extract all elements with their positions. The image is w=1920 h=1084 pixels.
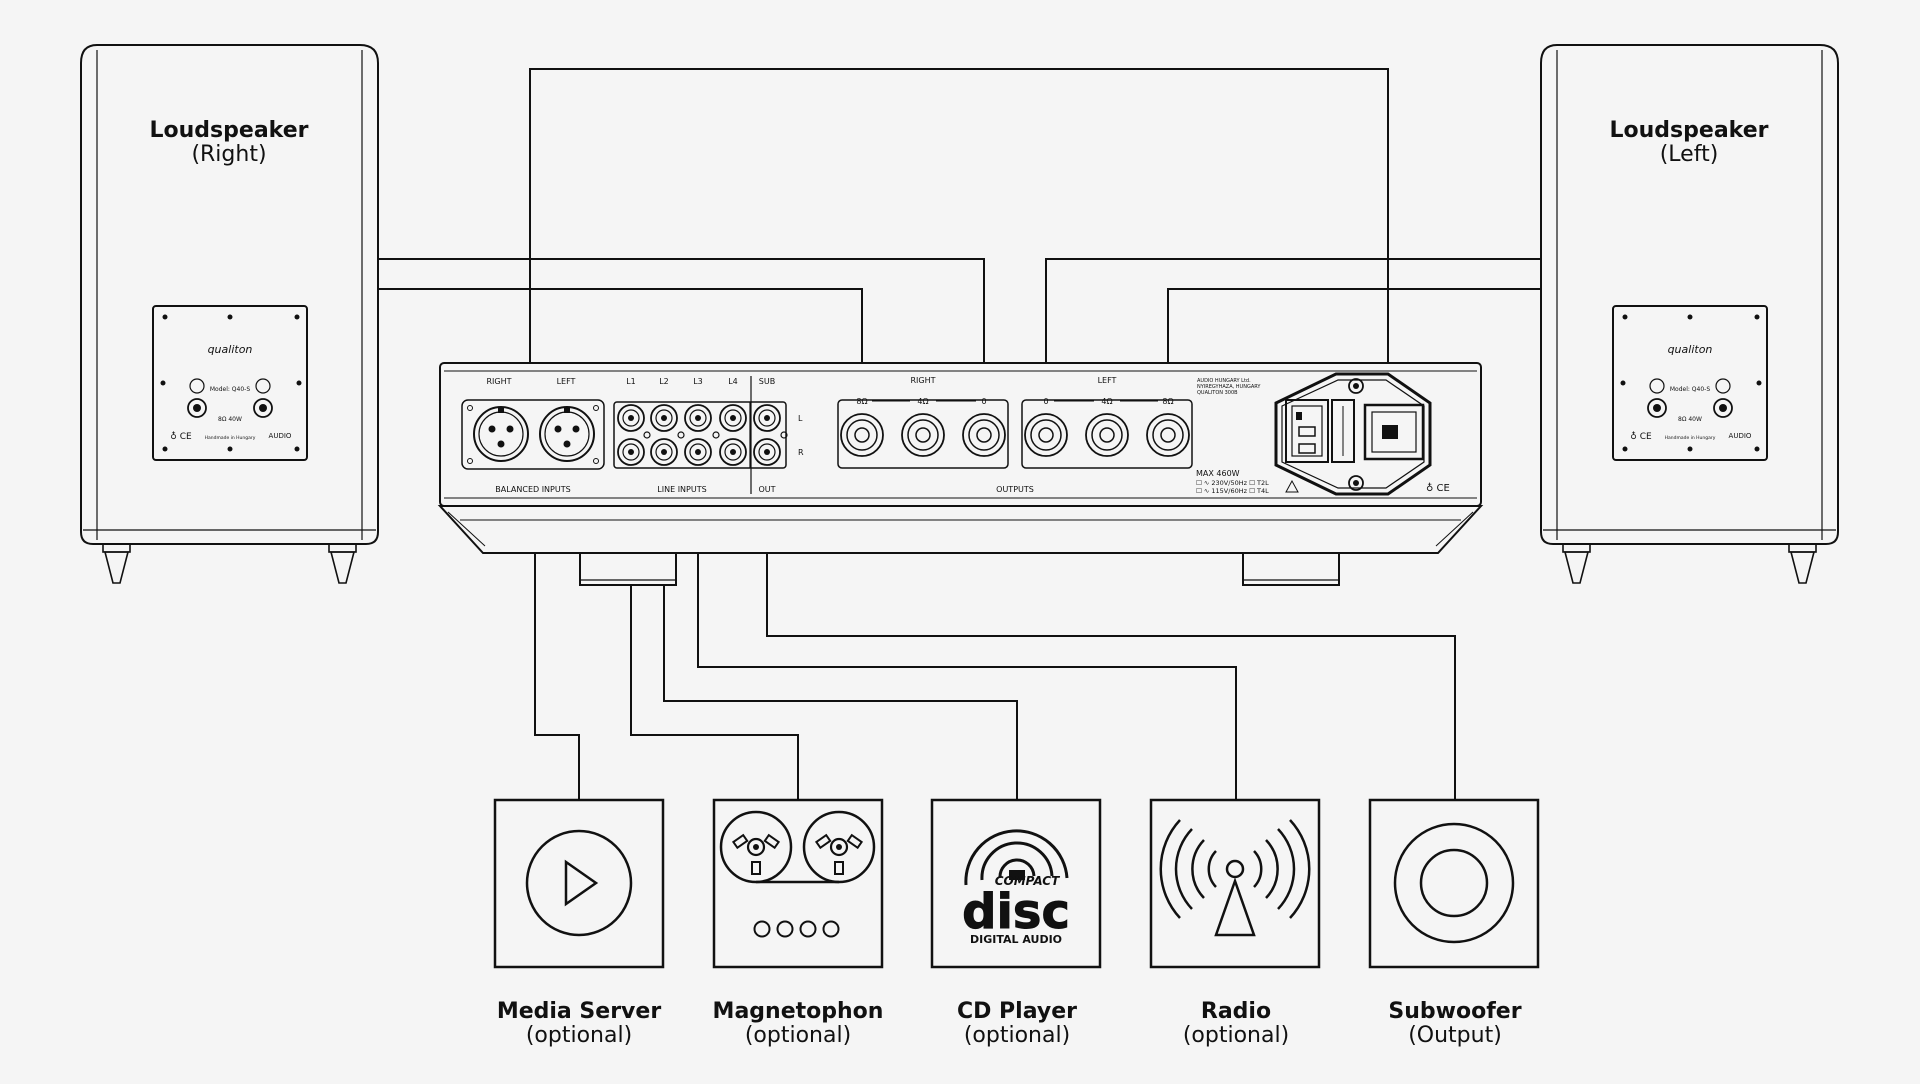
- speaker-left-logo: AUDIO: [1729, 432, 1752, 440]
- channel-l-label: L: [798, 414, 803, 423]
- inlet-screw-top: [1348, 378, 1364, 394]
- radio-subtitle: (optional): [1183, 1023, 1289, 1048]
- speaker-right-terminal-plus[interactable]: [253, 398, 273, 418]
- wire-magnetophon: [630, 452, 799, 800]
- device-media-server[interactable]: [493, 798, 665, 969]
- speaker-left-terminal-plus[interactable]: [1713, 398, 1733, 418]
- compact-disc-icon: COMPACT disc DIGITAL AUDIO: [962, 829, 1070, 946]
- speaker-output-terminals[interactable]: [840, 413, 1190, 457]
- wire-media-server: [534, 470, 580, 800]
- cd-compact-text: COMPACT: [995, 874, 1060, 888]
- media-server-subtitle: (optional): [526, 1023, 632, 1048]
- outputs-left-label: LEFT: [1098, 376, 1117, 385]
- device-magnetophon[interactable]: [712, 798, 884, 969]
- speaker-left-spec: 8Ω 40W: [1678, 416, 1702, 423]
- device-cd-player[interactable]: COMPACT disc DIGITAL AUDIO: [930, 798, 1102, 969]
- magnetophon-title: Magnetophon: [713, 999, 884, 1024]
- loudspeaker-right: Loudspeaker (Right) qualiton Model: Q40-…: [80, 44, 379, 584]
- balanced-left-label: LEFT: [557, 377, 576, 386]
- line-l2-label: L2: [659, 377, 669, 386]
- wire-speaker-right-outer: [529, 68, 1389, 363]
- speaker-left-terminal-plate: [1612, 305, 1768, 461]
- mains-115-label: ☐ ∿ 115V/60Hz ☐ T4L: [1196, 487, 1269, 495]
- line-l4-label: L4: [728, 377, 738, 386]
- sub-label: SUB: [759, 377, 775, 386]
- speaker-right-terminal-plate: [152, 305, 308, 461]
- speaker-left-model: Model: Q40-S: [1670, 386, 1710, 393]
- max-power-label: MAX 460W: [1196, 469, 1240, 478]
- speaker-right-spec: 8Ω 40W: [218, 416, 242, 423]
- transport-buttons: [753, 920, 840, 938]
- balanced-right-label: RIGHT: [486, 377, 511, 386]
- out-right-0-label: 0: [981, 397, 986, 406]
- speaker-left-marks: ♁ CE: [1630, 431, 1652, 442]
- channel-r-label: R: [798, 448, 804, 457]
- speaker-left-subtitle: (Left): [1660, 142, 1719, 167]
- radio-antenna-icon: [1159, 819, 1311, 937]
- device-subwoofer[interactable]: [1368, 798, 1540, 969]
- maker-line-3: QUALITON 300B: [1197, 390, 1238, 396]
- outputs-right-label: RIGHT: [910, 376, 935, 385]
- line-l1-label: L1: [626, 377, 636, 386]
- speaker-right-marks: ♁ CE: [170, 431, 192, 442]
- speaker-right-title: Loudspeaker: [150, 118, 309, 143]
- speaker-right-subtitle: (Right): [191, 142, 266, 167]
- device-radio[interactable]: [1149, 798, 1321, 969]
- inlet-screw-bottom: [1348, 475, 1364, 491]
- out-left-0-label: 0: [1043, 397, 1048, 406]
- warning-icon: [1285, 479, 1299, 493]
- maker-line-2: NYIREGYHAZA, HUNGARY: [1197, 384, 1261, 390]
- maker-line-1: AUDIO HUNGARY Ltd.: [1197, 378, 1251, 384]
- power-inlet[interactable]: [1274, 372, 1432, 496]
- balanced-inputs-title: BALANCED INPUTS: [495, 485, 570, 494]
- speaker-left-handmade: Handmade in Hungary: [1665, 435, 1716, 441]
- magnetophon-subtitle: (optional): [745, 1023, 851, 1048]
- mains-230-label: ☐ ∿ 230V/50Hz ☐ T2L: [1196, 479, 1269, 487]
- outputs-title: OUTPUTS: [996, 485, 1034, 494]
- radio-title: Radio: [1201, 999, 1271, 1024]
- rca-jacks[interactable]: [617, 404, 781, 466]
- xlr-input-left[interactable]: [539, 406, 595, 462]
- subwoofer-title: Subwoofer: [1388, 999, 1521, 1024]
- speaker-left-brand: qualiton: [1668, 343, 1713, 356]
- amplifier-rear-panel: RIGHT LEFT BALANCED INPUTS L1 L2 L3 L4 S…: [437, 362, 1484, 586]
- out-right-8ohm-label: 8Ω: [856, 397, 867, 406]
- out-left-4ohm-label: 4Ω: [1101, 397, 1112, 406]
- line-l3-label: L3: [693, 377, 703, 386]
- speaker-right-brand: qualiton: [208, 343, 253, 356]
- amp-cert-marks: ♁ CE: [1426, 482, 1450, 494]
- fuse-holder[interactable]: [1331, 399, 1355, 463]
- tape-reel-icon: [719, 810, 876, 884]
- subwoofer-driver-icon: [1393, 822, 1515, 944]
- cd-player-title: CD Player: [957, 999, 1077, 1024]
- line-inputs-title: LINE INPUTS: [657, 485, 706, 494]
- loudspeaker-left: Loudspeaker (Left) qualiton Model: Q40-S…: [1540, 44, 1839, 584]
- speaker-right-model: Model: Q40-S: [210, 386, 250, 393]
- cd-digital-audio-text: DIGITAL AUDIO: [970, 933, 1062, 946]
- speaker-right-terminal-minus[interactable]: [187, 398, 207, 418]
- wire-radio: [697, 452, 1237, 800]
- power-switch[interactable]: [1363, 403, 1425, 461]
- speaker-right-logo: AUDIO: [269, 432, 292, 440]
- speaker-left-terminal-minus[interactable]: [1647, 398, 1667, 418]
- speaker-left-title: Loudspeaker: [1610, 118, 1769, 143]
- subwoofer-subtitle: (Output): [1408, 1023, 1502, 1048]
- iec-socket[interactable]: [1285, 399, 1329, 463]
- device-labels: Media Server (optional) Magnetophon (opt…: [497, 999, 1522, 1048]
- out-left-8ohm-label: 8Ω: [1162, 397, 1173, 406]
- out-right-4ohm-label: 4Ω: [917, 397, 928, 406]
- play-icon: [525, 829, 633, 937]
- sub-out-title: OUT: [758, 485, 775, 494]
- speaker-right-handmade: Handmade in Hungary: [205, 435, 256, 441]
- cd-disc-text: disc: [962, 884, 1070, 940]
- xlr-input-right[interactable]: [473, 406, 529, 462]
- source-devices: COMPACT disc DIGITAL AUDIO: [493, 798, 1540, 969]
- media-server-title: Media Server: [497, 999, 661, 1024]
- cd-player-subtitle: (optional): [964, 1023, 1070, 1048]
